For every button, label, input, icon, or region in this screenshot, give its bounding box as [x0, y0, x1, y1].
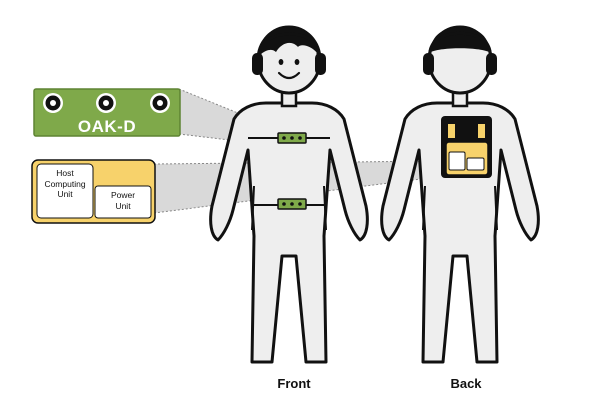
compute-unit-callout: [31, 159, 156, 224]
front-hair: [260, 26, 319, 54]
back-headphone-right-icon: [486, 53, 497, 75]
power-unit-label: Power Unit: [95, 190, 151, 211]
front-headphone-left-icon: [252, 53, 263, 75]
oak-d-label: OAK-D: [77, 117, 137, 136]
host-label-text: Host Computing Unit: [44, 168, 86, 199]
back-view-caption: Back: [450, 376, 482, 391]
power-label-text: Power Unit: [110, 190, 136, 211]
front-eye-right: [294, 59, 300, 65]
back-body-silhouette: [380, 101, 540, 364]
oak-d-lens-left-icon: [43, 93, 63, 113]
front-body-silhouette: [209, 101, 369, 364]
power-unit-box: [94, 185, 152, 219]
back-figure: [380, 25, 540, 364]
front-eye-left: [278, 59, 284, 65]
back-headphone-left-icon: [423, 53, 434, 75]
front-figure: [209, 25, 369, 364]
front-headphone-right-icon: [315, 53, 326, 75]
oak-d-lens-center-icon: [96, 93, 116, 113]
front-smile: [277, 71, 301, 80]
host-computing-unit-box: [36, 163, 94, 219]
oak-d-callout: [33, 88, 181, 137]
front-view-caption: Front: [277, 376, 311, 391]
oak-d-lens-right-icon: [150, 93, 170, 113]
host-computing-unit-label: Host Computing Unit: [37, 168, 93, 200]
back-hair: [430, 27, 490, 52]
